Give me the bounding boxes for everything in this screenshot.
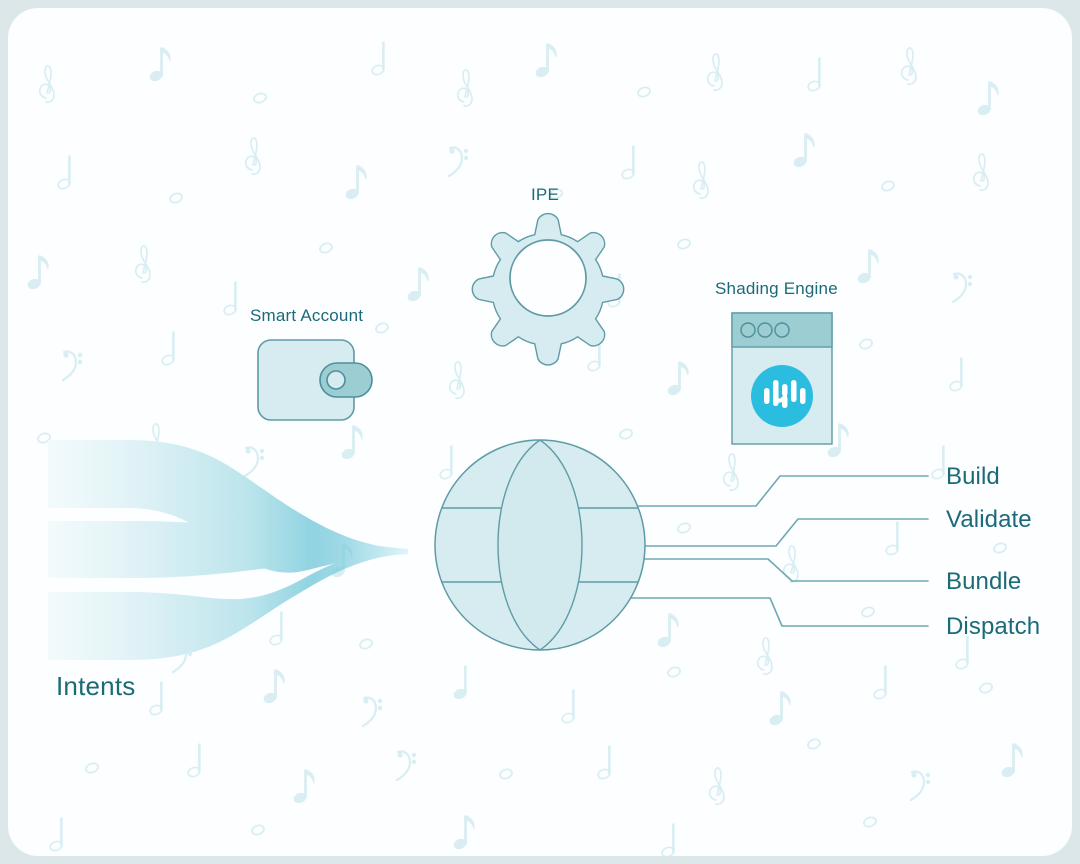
ipe-label: IPE xyxy=(531,185,560,204)
window-panel-icon xyxy=(731,312,833,445)
window-dots xyxy=(740,322,790,338)
globe-sphere-icon xyxy=(434,439,646,651)
pipeline-connectors xyxy=(629,475,929,627)
intents-label: Intents xyxy=(56,671,136,701)
stage-label-bundle: Bundle xyxy=(946,568,1022,595)
stage-label-validate: Validate xyxy=(946,506,1032,533)
diagram-artwork xyxy=(48,212,929,660)
connector-dispatch xyxy=(629,597,929,627)
smart-account-label: Smart Account xyxy=(250,306,364,325)
connector-validate xyxy=(637,518,929,547)
stage-label-build: Build xyxy=(946,463,1000,490)
diagram-card: Smart Account IPE Shading Engine Intents… xyxy=(8,8,1072,856)
gear-icon xyxy=(471,212,625,366)
stage-label-dispatch: Dispatch xyxy=(946,613,1041,640)
shading-engine-label: Shading Engine xyxy=(715,279,838,298)
connector-build xyxy=(632,475,929,507)
connector-bundle xyxy=(637,558,929,582)
converging-ribbons-icon xyxy=(48,440,408,660)
wallet-icon xyxy=(257,339,373,421)
waveform-logo-icon xyxy=(751,365,813,427)
